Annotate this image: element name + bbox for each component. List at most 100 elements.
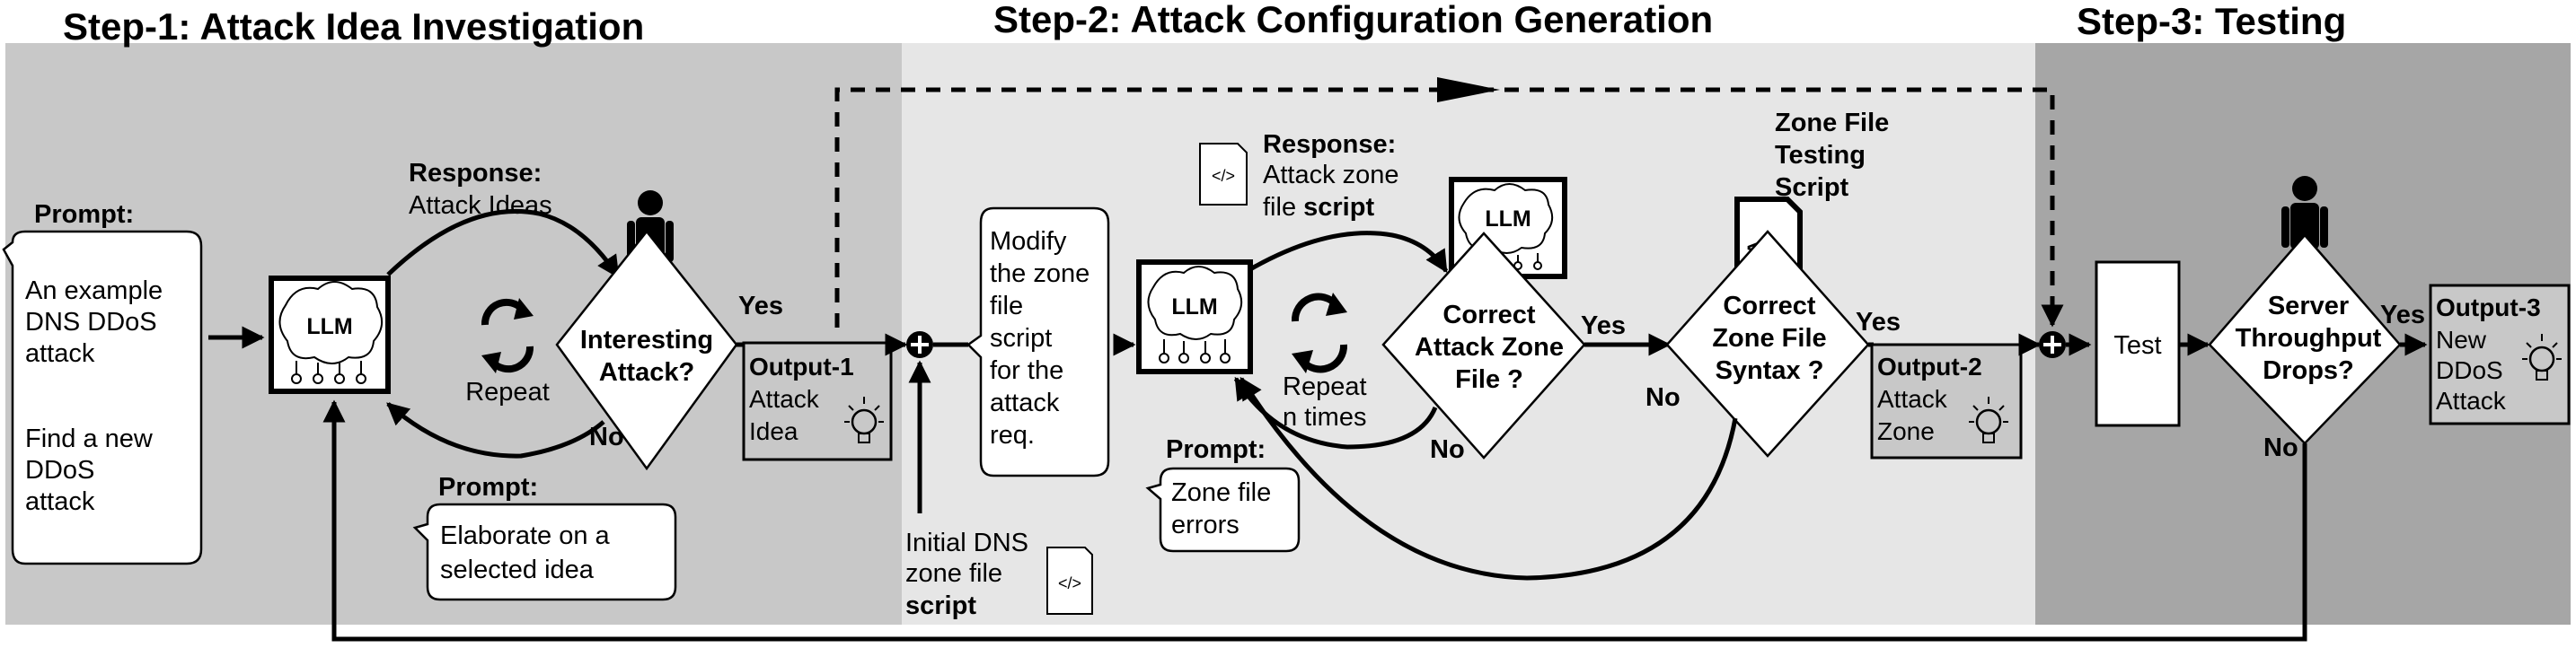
output2-box: Output-2 Attack Zone xyxy=(1870,343,2023,460)
llm2-brain-icon xyxy=(1147,266,1243,340)
decision3-line1: Correct xyxy=(1723,292,1815,320)
decision3-line2: Zone File xyxy=(1712,324,1826,353)
zone-testing-line2: Testing xyxy=(1775,141,1866,170)
prompt1-line1: An example xyxy=(25,276,163,305)
modify-line3: file xyxy=(990,292,1023,320)
prompt1-bubble xyxy=(2,230,203,565)
output2-line1: Attack xyxy=(1877,385,1948,413)
prompt2-line1: Elaborate on a xyxy=(440,521,611,550)
bypass-dashed-path xyxy=(834,87,2064,328)
output3-line2: DDoS xyxy=(2436,356,2503,384)
response1-title: Response: xyxy=(409,159,542,188)
svg-text:</>: </> xyxy=(1212,167,1235,185)
junction2-plus-icon xyxy=(2039,331,2066,358)
prompt1-line2: DNS DDoS xyxy=(25,308,157,337)
decision2-yes: Yes xyxy=(1581,311,1626,340)
prompt1-line4: Find a new xyxy=(25,425,154,453)
decision1-yes: Yes xyxy=(738,292,783,320)
modify-bubble xyxy=(966,206,1110,477)
repeat2-line2: n times xyxy=(1283,403,1366,432)
repeat1-icon xyxy=(481,298,534,373)
response2-line2-bold: script xyxy=(1303,193,1374,222)
decision4-line2: Throughput xyxy=(2236,324,2382,353)
decision4-yes: Yes xyxy=(2380,301,2425,329)
lightbulb1-icon xyxy=(844,397,884,443)
decision3-diamond xyxy=(1665,230,1870,458)
prompt3-line1: Zone file xyxy=(1171,478,1271,507)
repeat2-line1: Repeat xyxy=(1283,372,1367,401)
output3-line3: Attack xyxy=(2436,387,2507,415)
modify-line1: Modify xyxy=(990,227,1067,256)
output2-line2: Zone xyxy=(1877,417,1935,445)
initial-line1: Initial DNS xyxy=(905,529,1028,557)
llm1-label: LLM xyxy=(306,314,352,339)
decision1-line2: Attack? xyxy=(599,358,694,387)
llm3-label: LLM xyxy=(1485,206,1531,232)
decision3-yes: Yes xyxy=(1856,308,1901,337)
decision2-line3: File ? xyxy=(1455,365,1523,394)
lightbulb3-icon xyxy=(2522,334,2562,381)
response2-line1: Attack zone xyxy=(1263,161,1399,189)
step2-title: Step-2: Attack Configuration Generation xyxy=(993,0,1713,40)
output2-title: Output-2 xyxy=(1877,353,1982,381)
decision4-line1: Server xyxy=(2268,292,2349,320)
decision4-no: No xyxy=(2263,433,2298,462)
repeat2-icon xyxy=(1291,293,1348,373)
modify-line7: req. xyxy=(990,421,1035,450)
llm2-box: LLM xyxy=(1136,259,1253,374)
llm1-brain-icon xyxy=(278,281,384,364)
initial-script-icon: </> xyxy=(1046,547,1093,615)
decision1-diamond xyxy=(555,229,738,471)
response2-line2: file script xyxy=(1263,193,1374,222)
modify-line5: for the xyxy=(990,356,1063,385)
test-box xyxy=(2095,260,2181,427)
svg-text:</>: </> xyxy=(1058,574,1081,592)
arrow-decision1-no-to-llm1 xyxy=(386,402,605,459)
feedback-loop-to-llm1 xyxy=(322,399,2307,642)
bypass-arrowhead xyxy=(1437,77,1500,102)
decision2-no: No xyxy=(1430,435,1465,464)
output3-line1: New xyxy=(2436,326,2487,354)
decision1-line1: Interesting xyxy=(580,326,713,355)
decision3-no: No xyxy=(1645,383,1681,412)
response2-title: Response: xyxy=(1263,130,1396,159)
arrow-llm1-to-decision1 xyxy=(386,208,621,279)
output3-title: Output-3 xyxy=(2436,293,2541,321)
zone-testing-line1: Zone File xyxy=(1775,109,1889,137)
output1-line1: Attack xyxy=(749,385,820,413)
modify-line4: script xyxy=(990,324,1052,353)
modify-line2: the zone xyxy=(990,259,1090,288)
prompt3-bubble xyxy=(1145,467,1301,553)
prompt3-title: Prompt: xyxy=(1166,435,1266,464)
output3-box: Output-3 New DDoS Attack xyxy=(2429,284,2571,425)
lightbulb2-icon xyxy=(1969,397,2008,443)
llm2-label: LLM xyxy=(1171,294,1217,320)
response2-script-icon: </> xyxy=(1199,143,1248,206)
decision2-line1: Correct xyxy=(1442,301,1535,329)
prompt3-line2: errors xyxy=(1171,511,1239,539)
output1-title: Output-1 xyxy=(749,353,854,381)
initial-line2: zone file xyxy=(905,559,1002,588)
modify-line6: attack xyxy=(990,389,1060,417)
junction1-plus-icon xyxy=(906,331,933,358)
step3-title: Step-3: Testing xyxy=(2077,0,2346,42)
output1-line2: Idea xyxy=(749,417,798,445)
prompt1-line5: DDoS xyxy=(25,456,94,485)
decision2-diamond xyxy=(1381,232,1586,460)
initial-line3: script xyxy=(905,591,976,620)
llm1-box: LLM xyxy=(269,276,391,394)
step1-title: Step-1: Attack Idea Investigation xyxy=(63,5,644,48)
test-label: Test xyxy=(2113,331,2161,360)
arrow-llm2-to-llm3 xyxy=(1248,231,1449,274)
prompt1-title: Prompt: xyxy=(34,200,134,229)
prompt2-title: Prompt: xyxy=(438,473,538,502)
repeat1-label: Repeat xyxy=(465,378,550,407)
response2-line2-text: file xyxy=(1263,193,1303,222)
prompt2-bubble xyxy=(412,503,677,601)
prompt1-line3: attack xyxy=(25,339,95,368)
output1-box: Output-1 Attack Idea xyxy=(742,341,893,461)
arrow-decision3-no-to-llm2 xyxy=(1239,376,1738,581)
decision2-line2: Attack Zone xyxy=(1415,333,1564,362)
decision3-line3: Syntax ? xyxy=(1716,356,1824,385)
